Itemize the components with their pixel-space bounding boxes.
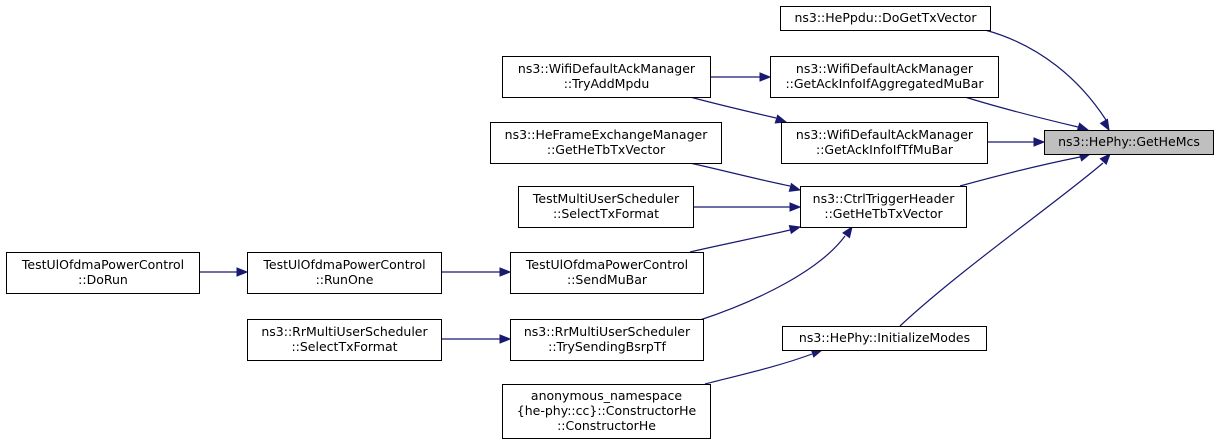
- node-testulofdma-sendmubar[interactable]: TestUlOfdmaPowerControl::SendMuBar: [510, 252, 704, 294]
- edge-getackinfo-tfmubar-to-gethemcs: [987, 137, 1046, 147]
- node-box[interactable]: [782, 326, 987, 351]
- node-label-line: ns3::HePhy::InitializeModes: [799, 330, 970, 345]
- node-label-line: {he-phy::cc}::ConstructorHe: [517, 403, 697, 418]
- node-label-line: ns3::HePhy::GetHeMcs: [1058, 134, 1200, 149]
- node-label-line: ns3::WifiDefaultAckManager: [518, 61, 696, 76]
- node-box[interactable]: [800, 186, 967, 228]
- arrowhead-icon: [759, 72, 772, 82]
- nodes-layer: ns3::HePhy::GetHeMcs ns3::HePpdu::DoGetTx…: [6, 6, 1214, 439]
- node-label-line: anonymous_namespace: [531, 388, 682, 403]
- node-rrmultiuser-selecttxformat[interactable]: ns3::RrMultiUserScheduler::SelectTxForma…: [247, 319, 442, 361]
- edge-rrmultiuser-trysendingbsrptf-to-ctrltrigger-getdetbtxvector: [699, 225, 853, 321]
- edge-testulofdma-sendmubar-to-ctrltrigger-getdetbtxvector: [689, 224, 802, 253]
- arrowhead-icon: [499, 334, 512, 344]
- node-box[interactable]: [510, 319, 704, 361]
- node-label-line: TestUlOfdmaPowerControl: [262, 257, 425, 272]
- node-ctrltrigger-getdetbtxvector[interactable]: ns3::CtrlTriggerHeader::GetHeTbTxVector: [800, 186, 967, 228]
- arrowhead-icon: [1033, 137, 1046, 147]
- node-label-line: TestMultiUserScheduler: [532, 191, 680, 206]
- node-label-line: ::TryAddMpdu: [564, 76, 650, 91]
- arrowhead-icon: [1099, 118, 1110, 132]
- node-label-line: ::SendMuBar: [567, 272, 648, 287]
- arrowhead-icon: [789, 202, 802, 212]
- node-box[interactable]: [781, 122, 988, 164]
- node-label-line: ::SelectTxFormat: [291, 339, 397, 354]
- node-label-line: ns3::RrMultiUserScheduler: [261, 324, 428, 339]
- edge-testmultiuser-selecttxformat-to-ctrltrigger-getdetbtxvector: [693, 202, 802, 212]
- edge-line: [699, 235, 846, 321]
- node-label-line: ns3::WifiDefaultAckManager: [796, 61, 974, 76]
- node-label-line: ns3::HeFrameExchangeManager: [505, 127, 709, 142]
- edge-heframe-getdetbtxvector-to-ctrltrigger-getdetbtxvector: [689, 162, 802, 192]
- node-label-line: ns3::HePpdu::DoGetTxVector: [794, 10, 977, 25]
- node-hephy-initializemodes[interactable]: ns3::HePhy::InitializeModes: [782, 326, 987, 351]
- edge-line: [689, 229, 791, 253]
- node-label-line: TestUlOfdmaPowerControl: [525, 257, 688, 272]
- edge-heppdu-dogettxvector-to-gethemcs: [984, 29, 1110, 132]
- edge-testulofdma-runone-to-testulofdma-sendmubar: [441, 267, 512, 277]
- arrowhead-icon: [788, 182, 802, 192]
- node-label-line: ::SelectTxFormat: [553, 206, 659, 221]
- edge-hephy-initializemodes-to-gethemcs: [899, 152, 1111, 327]
- node-box[interactable]: [502, 56, 711, 98]
- node-label-line: ::TrySendingBsrpTf: [548, 339, 666, 354]
- node-box[interactable]: [770, 56, 999, 98]
- node-testmultiuser-selecttxformat[interactable]: TestMultiUserScheduler::SelectTxFormat: [518, 186, 694, 228]
- node-box[interactable]: [780, 6, 991, 31]
- node-box[interactable]: [502, 384, 711, 439]
- arrowhead-icon: [236, 267, 249, 277]
- node-label-line: ns3::RrMultiUserScheduler: [524, 324, 691, 339]
- edge-line: [959, 156, 1081, 187]
- node-gethemcs: ns3::HePhy::GetHeMcs: [1044, 130, 1214, 155]
- arrowhead-icon: [1099, 152, 1111, 165]
- arrowhead-icon: [788, 224, 802, 235]
- node-label-line: ::ConstructorHe: [557, 418, 656, 433]
- node-heppdu-dogettxvector[interactable]: ns3::HePpdu::DoGetTxVector: [780, 6, 991, 31]
- arrowhead-icon: [499, 267, 512, 277]
- edge-tryaddmpdu-to-getackinfo-tfmubar: [689, 96, 788, 124]
- node-label-line: ::GetHeTbTxVector: [547, 142, 666, 157]
- node-label-line: ns3::WifiDefaultAckManager: [796, 127, 974, 142]
- node-box[interactable]: [6, 252, 200, 294]
- node-label-line: TestUlOfdmaPowerControl: [21, 257, 184, 272]
- node-label-line: ::RunOne: [316, 272, 374, 287]
- node-box[interactable]: [247, 252, 442, 294]
- edge-line: [964, 96, 1079, 128]
- node-box: [1044, 130, 1214, 155]
- edge-rrmultiuser-selecttxformat-to-rrmultiuser-trysendingbsrptf: [441, 334, 512, 344]
- arrowhead-icon: [1076, 122, 1090, 132]
- node-box[interactable]: [510, 252, 704, 294]
- edge-tryaddmpdu-to-getackinfo-aggregated: [710, 72, 772, 82]
- node-anon-constructorhe[interactable]: anonymous_namespace{he-phy::cc}::Constru…: [502, 384, 711, 439]
- node-label-line: ns3::CtrlTriggerHeader: [813, 191, 956, 206]
- node-testulofdma-runone[interactable]: TestUlOfdmaPowerControl::RunOne: [247, 252, 442, 294]
- arrowhead-icon: [842, 225, 853, 239]
- node-box[interactable]: [490, 122, 722, 164]
- edge-line: [689, 96, 777, 119]
- node-heframe-getdetbtxvector[interactable]: ns3::HeFrameExchangeManager::GetHeTbTxVe…: [490, 122, 722, 164]
- node-box[interactable]: [518, 186, 694, 228]
- node-getackinfo-tfmubar[interactable]: ns3::WifiDefaultAckManager::GetAckInfoIf…: [781, 122, 988, 164]
- node-label-line: ::GetHeTbTxVector: [824, 206, 943, 221]
- edge-line: [899, 162, 1104, 327]
- node-box[interactable]: [247, 319, 442, 361]
- arrowhead-icon: [774, 114, 788, 124]
- edge-testulofdma-dorun-to-testulofdma-runone: [199, 267, 249, 277]
- node-label-line: ::GetAckInfoIfAggregatedMuBar: [785, 76, 984, 91]
- node-testulofdma-dorun[interactable]: TestUlOfdmaPowerControl::DoRun: [6, 252, 200, 294]
- node-tryaddmpdu[interactable]: ns3::WifiDefaultAckManager::TryAddMpdu: [502, 56, 711, 98]
- edge-line: [984, 29, 1107, 121]
- edge-line: [704, 353, 813, 385]
- node-label-line: ::GetAckInfoIfTfMuBar: [816, 142, 954, 157]
- node-rrmultiuser-trysendingbsrptf[interactable]: ns3::RrMultiUserScheduler::TrySendingBsr…: [510, 319, 704, 361]
- node-label-line: ::DoRun: [78, 272, 128, 287]
- edge-line: [689, 162, 791, 187]
- edge-anon-constructorhe-to-hephy-initializemodes: [704, 348, 824, 385]
- node-getackinfo-aggregated[interactable]: ns3::WifiDefaultAckManager::GetAckInfoIf…: [770, 56, 999, 98]
